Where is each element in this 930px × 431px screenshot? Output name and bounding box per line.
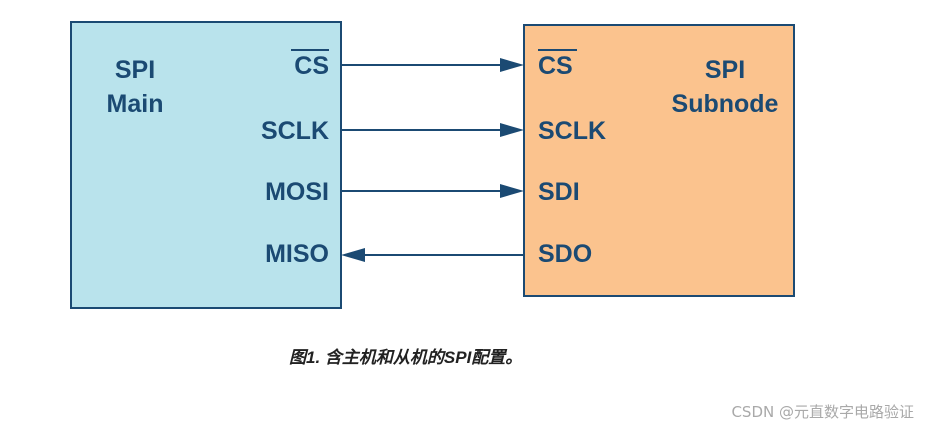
subnode-pin-cs: CS xyxy=(538,52,573,80)
subnode-pin-sclk: SCLK xyxy=(538,117,606,145)
main-title-line1: SPI xyxy=(115,56,155,84)
figure-caption: 图1. 含主机和从机的SPI配置。 xyxy=(289,348,523,367)
spi-main-box xyxy=(70,21,342,309)
main-pin-mosi: MOSI xyxy=(265,178,329,206)
subnode-pin-sdi: SDI xyxy=(538,178,580,206)
subnode-title-line2: Subnode xyxy=(672,90,779,118)
main-pin-cs: CS xyxy=(294,52,329,80)
arrowhead-sdo-miso xyxy=(341,248,365,262)
subnode-pin-sdo: SDO xyxy=(538,240,592,268)
main-pin-sclk: SCLK xyxy=(261,117,329,145)
arrowhead-sclk xyxy=(500,123,524,137)
main-pin-miso: MISO xyxy=(265,240,329,268)
spi-subnode-box xyxy=(523,24,795,297)
main-title-line2: Main xyxy=(107,90,164,118)
watermark: CSDN @元直数字电路验证 xyxy=(731,403,914,421)
arrowhead-cs xyxy=(500,58,524,72)
arrowhead-mosi-sdi xyxy=(500,184,524,198)
subnode-title-line1: SPI xyxy=(705,56,745,84)
